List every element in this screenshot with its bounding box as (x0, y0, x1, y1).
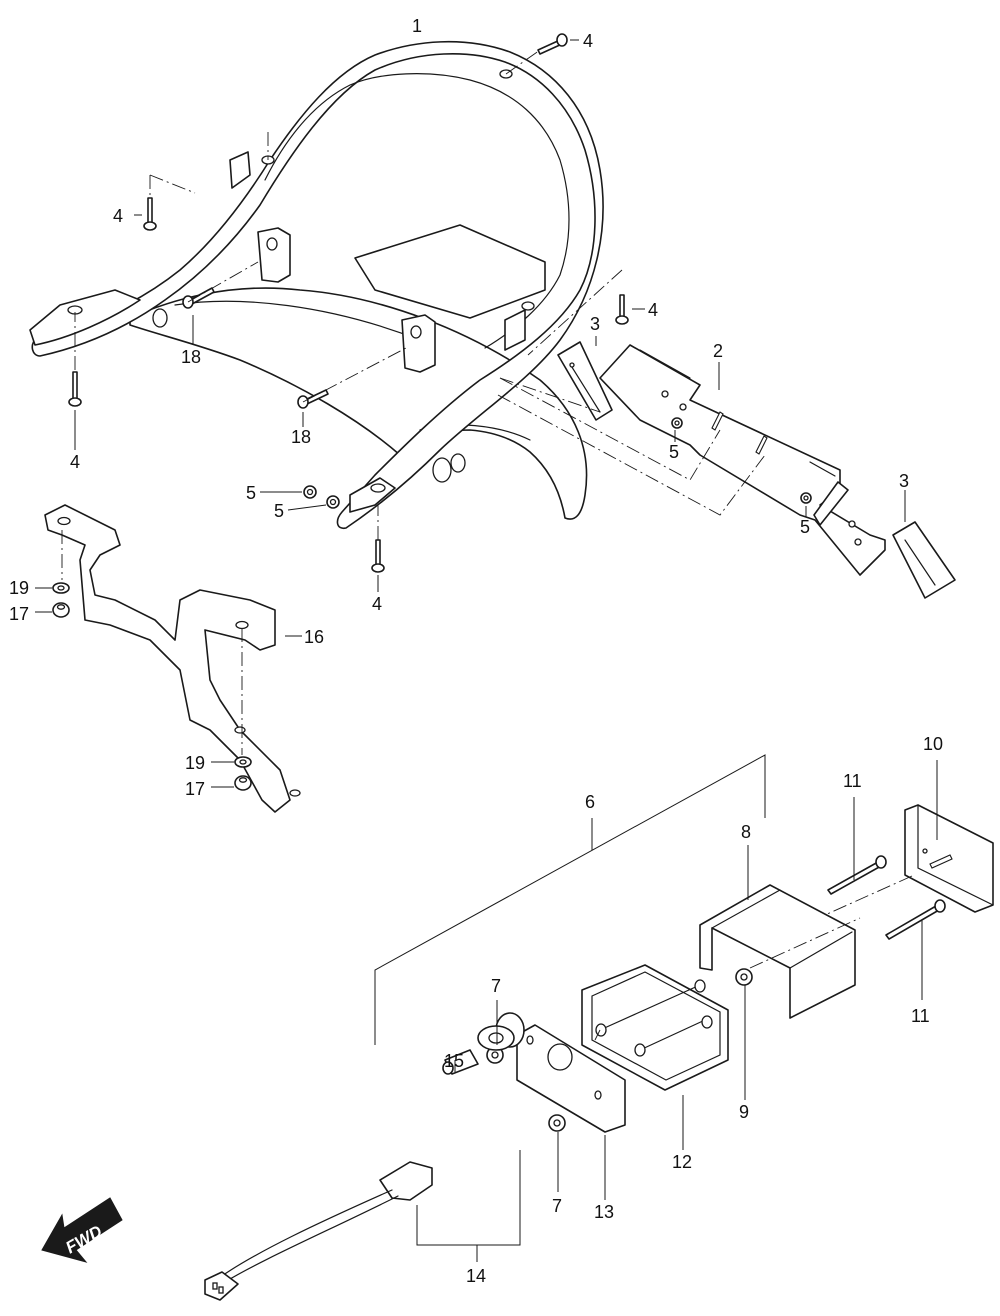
callout-5-d: 5 (800, 517, 810, 537)
callout-4-bottom-left: 4 (70, 452, 80, 472)
bulb-15 (442, 1049, 479, 1075)
bolt-11-upper (827, 855, 887, 895)
socket-grommet (477, 1012, 525, 1051)
nut-17-upper (52, 602, 70, 618)
callout-5-b: 5 (274, 501, 284, 521)
license-plate-bracket (599, 344, 886, 576)
callout-19-lower: 19 (185, 753, 205, 773)
callout-11-lower: 11 (911, 1006, 930, 1026)
callout-5-a: 5 (246, 483, 256, 503)
bolt-11-lower (885, 899, 946, 940)
callout-16: 16 (304, 627, 324, 647)
screw-4-right (615, 294, 629, 325)
callout-18-upper: 18 (181, 347, 201, 367)
nut-9 (735, 968, 753, 986)
washer-19-lower (234, 756, 252, 768)
centerlines (61, 49, 913, 1041)
nut-5-b (326, 495, 340, 509)
reflector-right (892, 521, 956, 599)
leader-lines (35, 39, 938, 1262)
callout-5-c: 5 (669, 442, 679, 462)
screw-4-bottom (371, 539, 385, 573)
callout-3-right: 3 (899, 471, 909, 491)
license-light-cover-8 (699, 884, 856, 1019)
callout-4-right: 4 (648, 300, 658, 320)
callout-6: 6 (585, 792, 595, 812)
reflector-left (557, 341, 613, 421)
callout-13: 13 (594, 1202, 614, 1222)
callout-labels: 1 4 4 4 4 4 18 18 5 5 5 5 3 3 2 19 17 16… (9, 16, 943, 1286)
screw-4-left (143, 197, 157, 231)
lower-support-bracket (44, 504, 301, 813)
nut-7-upper (486, 1046, 504, 1064)
stud-10 (929, 854, 953, 869)
callout-2: 2 (713, 341, 723, 361)
screw-4-bottom-left (68, 371, 82, 407)
callout-4-bottom: 4 (372, 594, 382, 614)
callout-4-left: 4 (113, 206, 123, 226)
callout-10: 10 (923, 734, 943, 754)
rear-fender-frame (29, 40, 604, 530)
callout-17-lower: 17 (185, 779, 205, 799)
socket-harness-14 (204, 1161, 433, 1301)
nut-5-a (303, 485, 317, 499)
callout-14: 14 (466, 1266, 486, 1286)
callout-7-lower: 7 (552, 1196, 562, 1216)
callout-18-lower: 18 (291, 427, 311, 447)
nut-17-lower (234, 775, 252, 791)
nut-7-lower (548, 1114, 566, 1132)
nut-5-d (800, 492, 812, 504)
nut-5-c (671, 417, 683, 429)
callout-9: 9 (739, 1102, 749, 1122)
washer-19-upper (52, 582, 70, 594)
callout-17-upper: 17 (9, 604, 29, 624)
callout-1: 1 (412, 16, 422, 36)
callout-12: 12 (672, 1152, 692, 1172)
callout-8: 8 (741, 822, 751, 842)
gasket-13 (516, 1024, 626, 1133)
callout-15: 15 (444, 1051, 464, 1071)
stud-bolts (711, 411, 768, 455)
lens-housing-12 (581, 964, 729, 1091)
screw-4-top (537, 33, 568, 55)
callout-4-top: 4 (583, 31, 593, 51)
callout-11-upper: 11 (843, 771, 862, 791)
callout-19-upper: 19 (9, 578, 29, 598)
callout-3-left: 3 (590, 314, 600, 334)
fwd-direction-arrow: FWD (41, 1197, 123, 1263)
callout-7-upper: 7 (491, 976, 501, 996)
